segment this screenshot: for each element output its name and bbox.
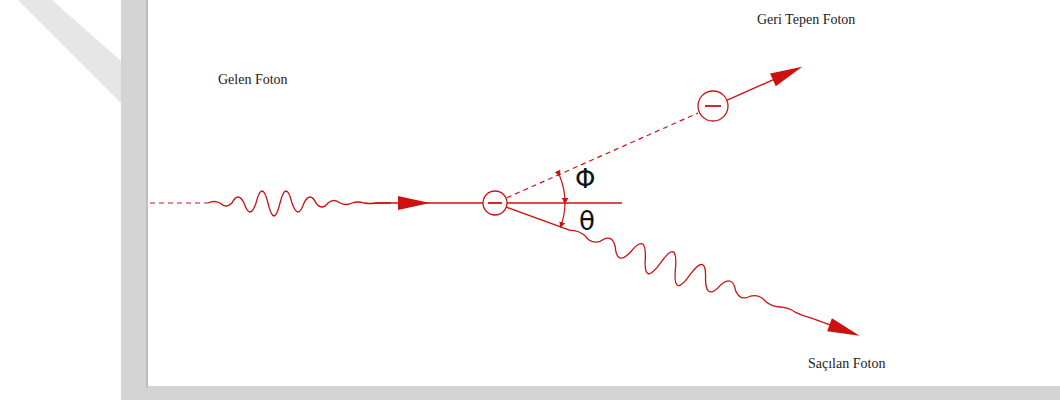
target-electron <box>483 191 507 215</box>
incoming-wave <box>208 191 391 216</box>
scattered-photon <box>501 193 865 350</box>
photon-label: Geri Tepen Foton <box>757 12 855 28</box>
frame-edge <box>146 0 148 388</box>
incoming-arrowhead <box>398 196 430 210</box>
corner-stripe <box>18 0 122 104</box>
frame-left <box>121 0 148 400</box>
phi-arc <box>560 176 566 204</box>
recoil-path <box>504 60 805 204</box>
angle-symbol: Φ <box>575 166 595 192</box>
angle-symbol: θ <box>579 208 595 234</box>
photon-label: Saçılan Foton <box>808 356 885 372</box>
theta-arc <box>561 203 566 227</box>
frame-bottom <box>121 386 1060 400</box>
incoming-dashed-line <box>150 202 208 203</box>
photon-label: Gelen Foton <box>218 72 288 88</box>
recoil-electron <box>698 91 728 121</box>
